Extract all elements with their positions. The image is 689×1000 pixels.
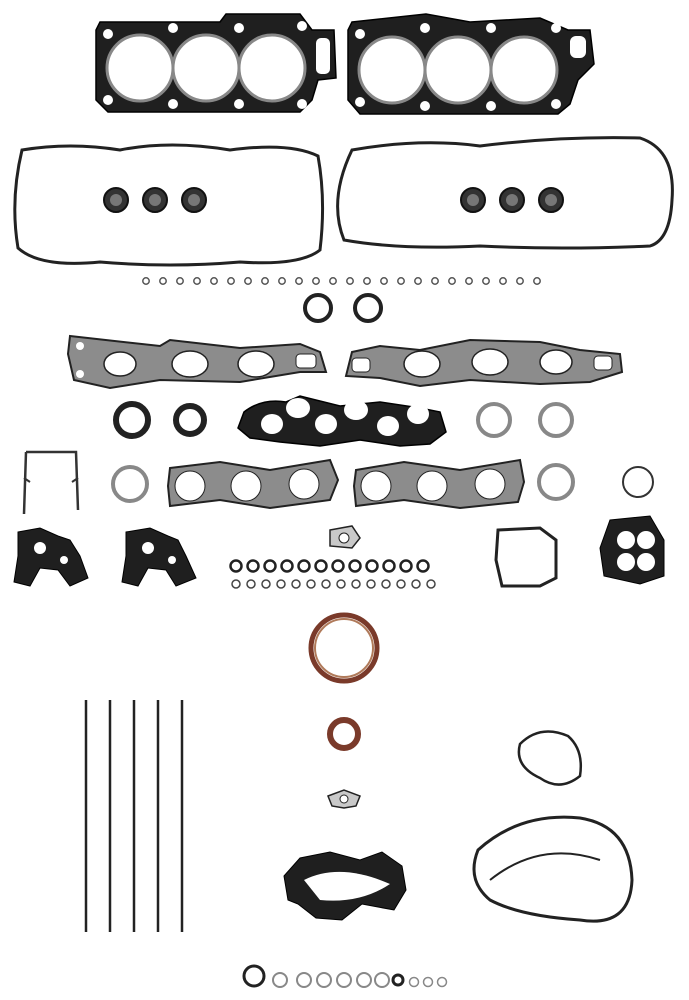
exhaust-port-rings-upper (476, 402, 574, 438)
o-ring (382, 559, 396, 573)
small-o-ring (363, 277, 371, 285)
oil-pan-gasket-bracket (22, 450, 80, 515)
valve-cover-gasket-right (336, 136, 674, 250)
o-ring (365, 559, 379, 573)
crankshaft-seal-left (113, 401, 207, 439)
timing-cover-gasket-left (13, 527, 89, 587)
small-o-ring (227, 277, 235, 285)
washer-row-bottom (242, 964, 448, 988)
o-ring (280, 559, 294, 573)
intake-plenum-gasket-right (344, 338, 624, 388)
o-ring-small (261, 579, 271, 589)
o-ring (263, 559, 277, 573)
washer (296, 972, 312, 988)
o-ring (416, 559, 430, 573)
washer-dark (391, 973, 405, 987)
o-ring-assortment-lower (231, 579, 436, 589)
o-ring-small (231, 579, 241, 589)
small-o-ring (499, 277, 507, 285)
exhaust-manifold-gasket-right (352, 458, 526, 510)
small-o-ring (295, 277, 303, 285)
small-o-ring (176, 277, 184, 285)
throttle-body-gasket (494, 526, 558, 588)
o-ring-small (381, 579, 391, 589)
small-o-ring (278, 277, 286, 285)
oil-pan-gasket-loop-large (472, 815, 634, 923)
o-ring (331, 559, 345, 573)
o-ring-small (411, 579, 421, 589)
o-ring (399, 559, 413, 573)
o-ring-small (306, 579, 316, 589)
cylinder-head-gasket-right (347, 13, 595, 115)
o-ring-small (396, 579, 406, 589)
o-ring (314, 559, 328, 573)
o-ring-small (321, 579, 331, 589)
washer-small (422, 976, 434, 988)
small-o-ring (380, 277, 388, 285)
small-o-ring (346, 277, 354, 285)
washer-small (408, 976, 420, 988)
intake-runner-gasket (237, 395, 447, 447)
washer (336, 972, 352, 988)
small-o-ring (516, 277, 524, 285)
egr-flange-gasket (329, 525, 361, 549)
small-o-ring (414, 277, 422, 285)
timing-cover-gasket-right (121, 527, 197, 587)
small-o-ring (159, 277, 167, 285)
thermostat-housing-gasket (599, 515, 665, 585)
oil-pan-gasket-loop-small (517, 730, 582, 786)
exhaust-manifold-gasket-left (166, 458, 340, 510)
cylinder-head-gasket-left (95, 13, 337, 113)
small-o-ring (482, 277, 490, 285)
washer (356, 972, 372, 988)
o-ring-small (246, 579, 256, 589)
small-o-ring (431, 277, 439, 285)
small-o-ring (142, 277, 150, 285)
o-ring-small (291, 579, 301, 589)
small-o-ring (397, 277, 405, 285)
coolant-outlet-gasket (327, 789, 361, 809)
o-ring-assortment-upper (229, 559, 430, 573)
washer (272, 972, 288, 988)
o-ring (229, 559, 243, 573)
small-o-ring (261, 277, 269, 285)
exhaust-port-rings-lower (111, 463, 654, 503)
rear-main-seal (308, 612, 380, 684)
intake-plenum-gasket-left (66, 334, 328, 390)
washer (374, 972, 390, 988)
small-o-ring (312, 277, 320, 285)
small-o-ring (193, 277, 201, 285)
o-ring-small (276, 579, 286, 589)
valve-stem-seal-strips (84, 700, 184, 932)
small-o-ring (533, 277, 541, 285)
washer-small (436, 976, 448, 988)
washer-large (242, 964, 266, 988)
small-o-ring (244, 277, 252, 285)
water-pump-gasket (283, 851, 407, 921)
front-crank-seal (327, 717, 361, 751)
o-ring (246, 559, 260, 573)
o-ring (348, 559, 362, 573)
o-ring-small (336, 579, 346, 589)
valve-cover-gasket-left (13, 143, 325, 267)
camshaft-seal-pair (303, 293, 383, 323)
o-ring-small (426, 579, 436, 589)
o-ring-small (366, 579, 376, 589)
small-o-ring (210, 277, 218, 285)
small-o-ring-row (142, 277, 541, 285)
small-o-ring (329, 277, 337, 285)
small-o-ring (465, 277, 473, 285)
small-o-ring (448, 277, 456, 285)
o-ring-small (351, 579, 361, 589)
washer (316, 972, 332, 988)
o-ring (297, 559, 311, 573)
